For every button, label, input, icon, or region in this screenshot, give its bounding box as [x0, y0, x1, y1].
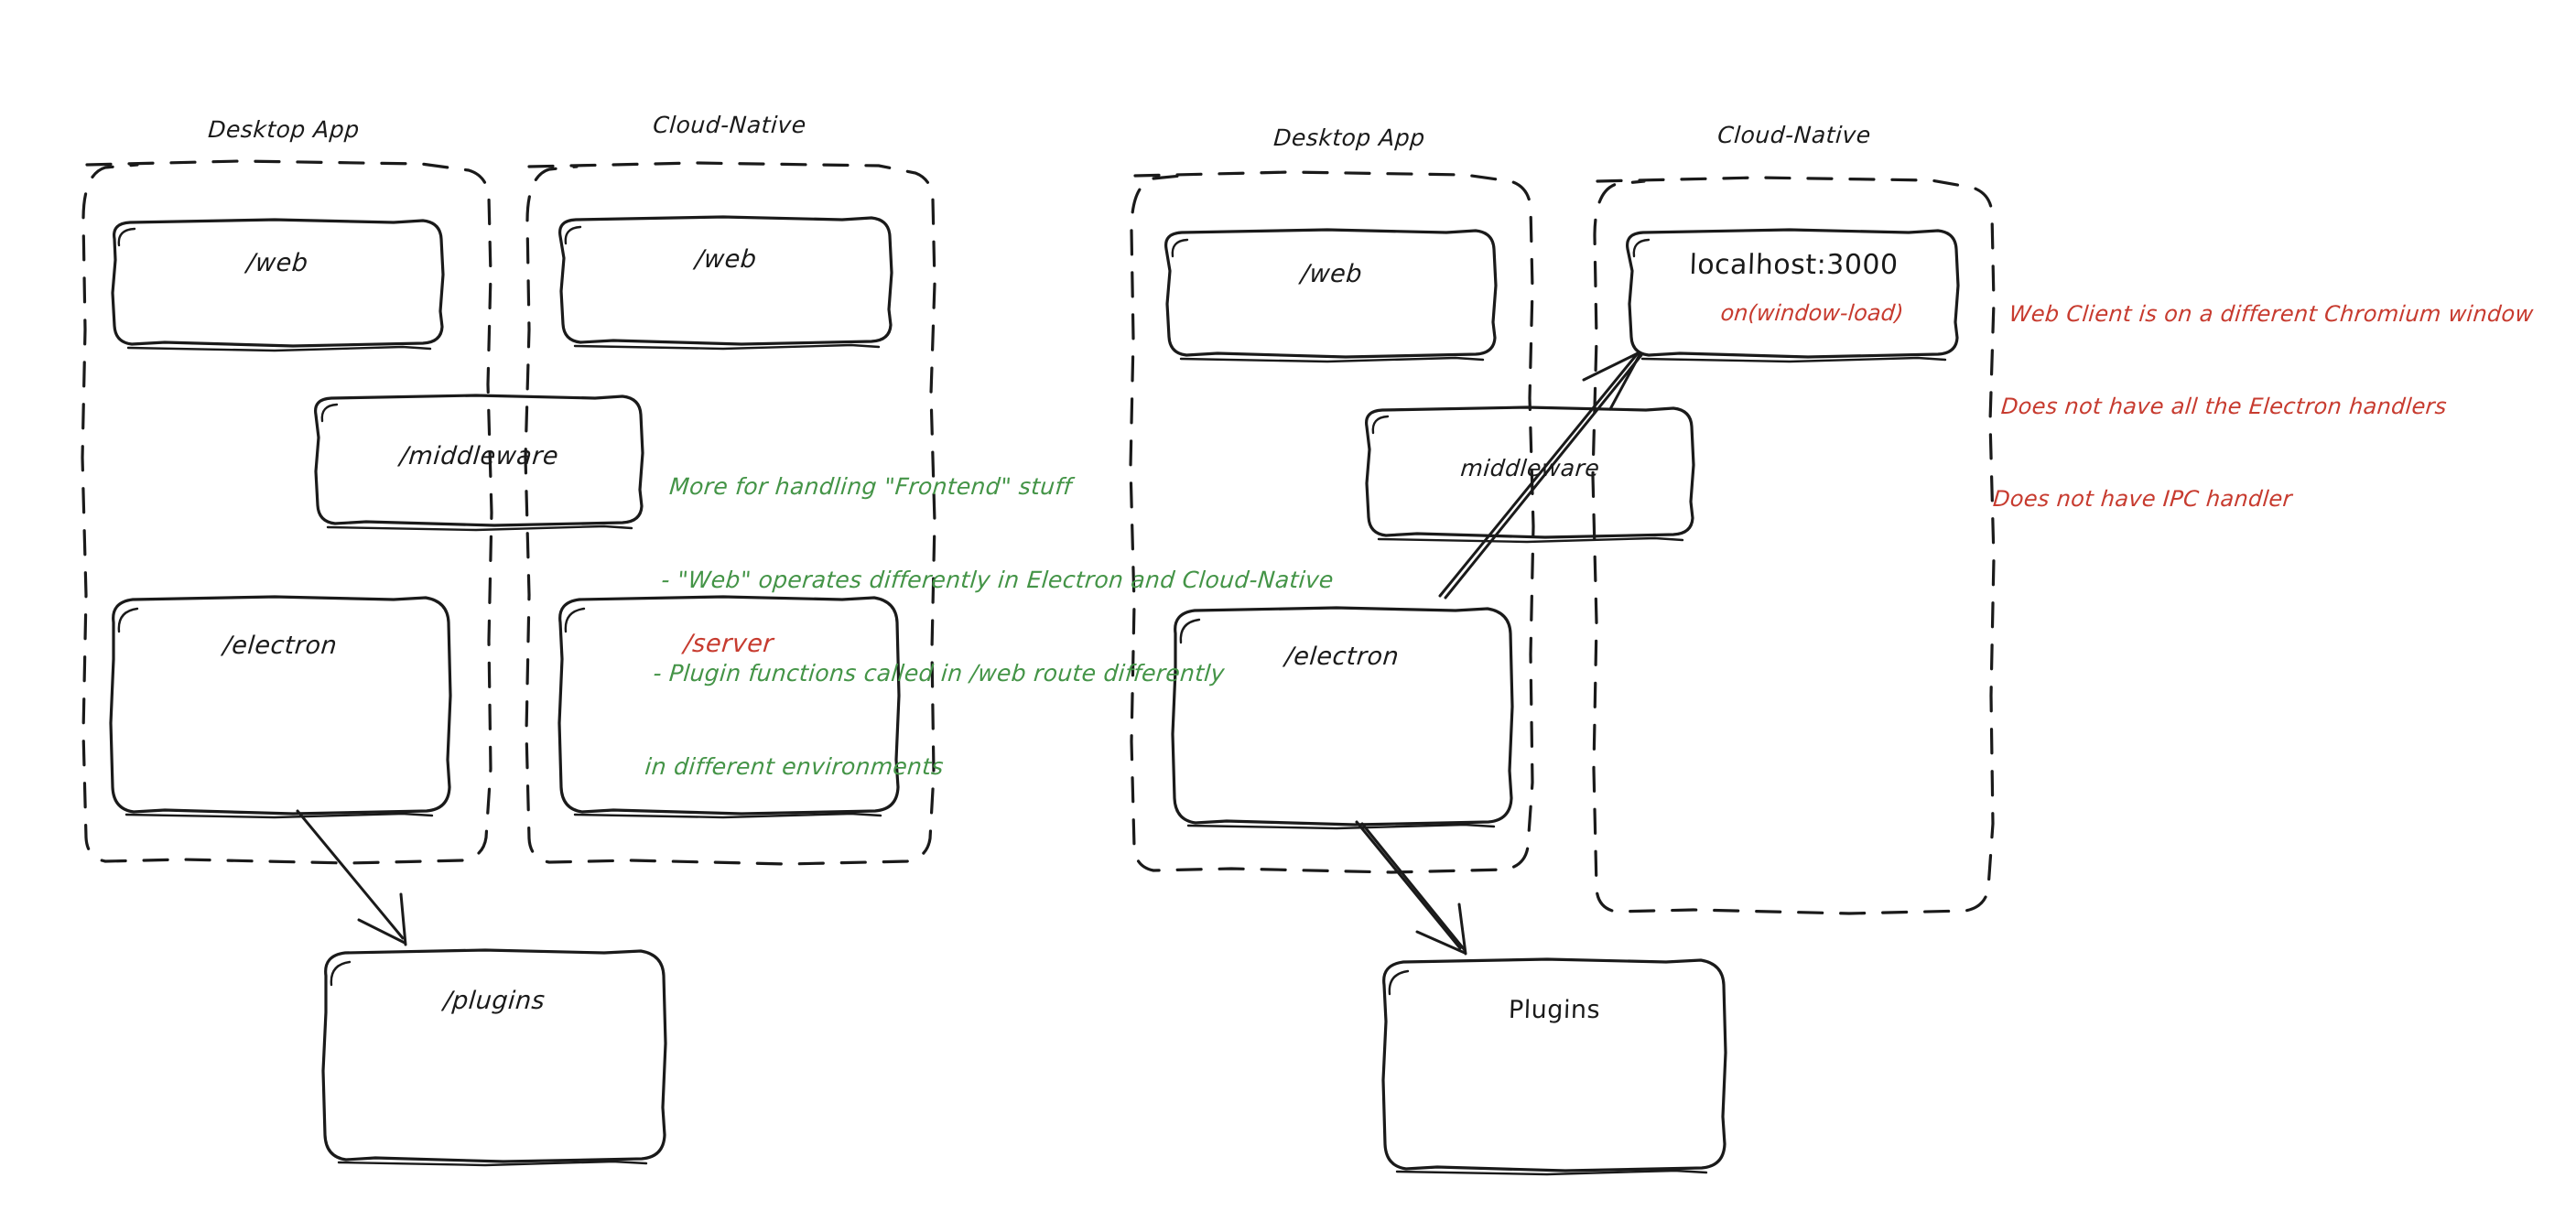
node-label-left-cloud-web: /web: [694, 245, 758, 274]
node-label-left-electron: /electron: [222, 632, 339, 660]
annotation-green-line-1: More for handling "Frontend" stuff: [668, 473, 1074, 500]
node-label-right-desktop-web: /web: [1299, 260, 1364, 288]
group-title-left-desktop-app: Desktop App: [207, 116, 361, 143]
annotation-red-line-3: Does not have IPC handler: [1992, 485, 2294, 512]
connector-right-electron-to-plugins: [1355, 820, 1467, 956]
node-box-left-electron: [109, 595, 452, 819]
node-box-left-desktop-web: [111, 218, 445, 352]
node-box-right-plugins: [1381, 957, 1727, 1176]
connector-left-electron-to-plugins: [296, 809, 407, 946]
annotation-red-line-2: Does not have all the Electron handlers: [1999, 393, 2448, 419]
annotation-green-line-2: - "Web" operates differently in Electron…: [660, 567, 1335, 593]
annotation-red-note: Web Client is on a different Chromium wi…: [1986, 238, 2540, 577]
node-box-left-cloud-web: [558, 215, 893, 351]
group-title-right-cloud-native: Cloud-Native: [1716, 122, 1872, 148]
annotation-green-line-4: in different environments: [644, 753, 946, 780]
annotation-green-note: More for handling "Frontend" stuff - "We…: [638, 409, 1348, 845]
node-label-left-desktop-web: /web: [245, 249, 309, 277]
node-label-left-middleware: /middleware: [398, 442, 560, 470]
node-label-right-middleware: middleware: [1459, 455, 1601, 481]
group-title-left-cloud-native: Cloud-Native: [652, 112, 807, 138]
group-outline-right-cloud-native: [1591, 176, 1996, 915]
node-sublabel-right-localhost-onwindowload: on(window-load): [1719, 300, 1905, 326]
node-box-right-desktop-web: [1164, 228, 1498, 363]
node-label-right-plugins: Plugins: [1508, 996, 1601, 1024]
node-label-left-plugins: /plugins: [442, 987, 547, 1015]
group-title-right-desktop-app: Desktop App: [1272, 124, 1426, 151]
annotation-red-line-1: Web Client is on a different Chromium wi…: [2008, 301, 2535, 328]
node-label-right-localhost: localhost:3000: [1688, 249, 1900, 281]
annotation-green-line-3: - Plugin functions called in /web route …: [652, 660, 1227, 686]
node-box-left-plugins: [321, 948, 667, 1167]
